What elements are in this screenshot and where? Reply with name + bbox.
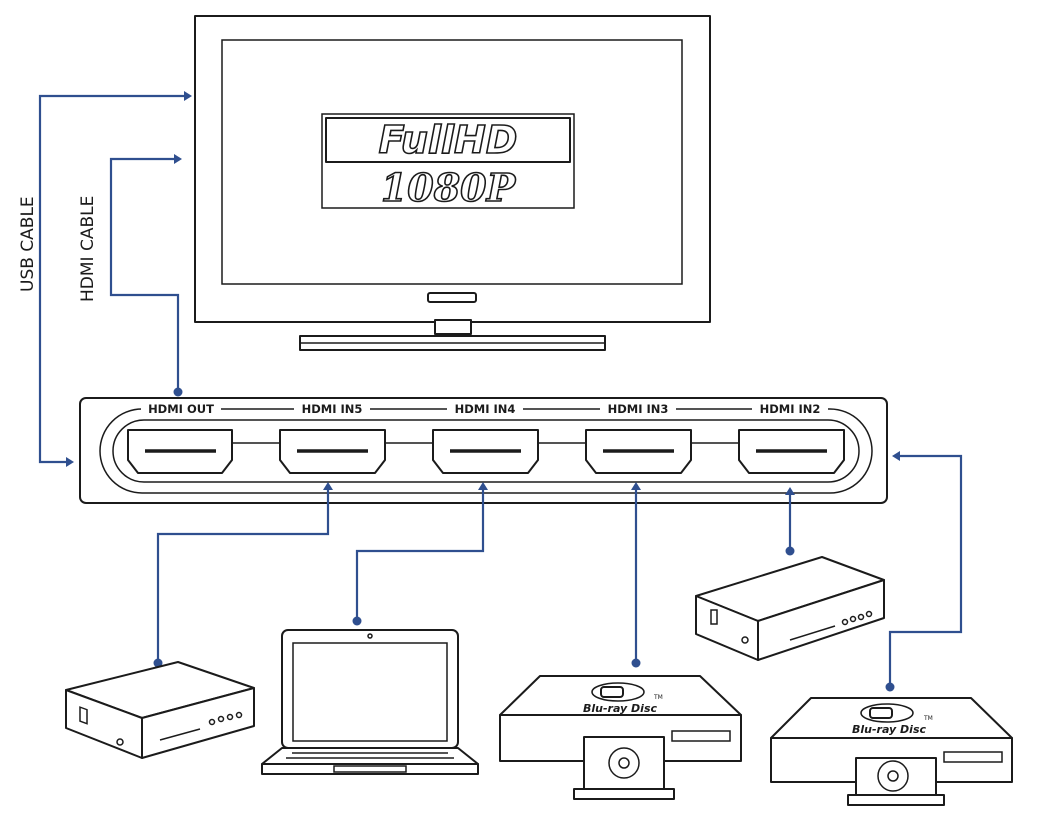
port-label-hdmi-out: HDMI OUT <box>148 402 214 416</box>
tv-brand-line2: 1080P <box>381 165 517 210</box>
hdmi-port-in4 <box>432 429 539 474</box>
hdmi-cable-label: HDMI CABLE <box>78 196 98 302</box>
tv-icon <box>194 15 711 351</box>
cable-in1 <box>885 451 963 692</box>
set-top-box-icon <box>65 661 255 759</box>
bluray-logo-right: Blu-ray Disc <box>852 723 927 736</box>
bluray-tm-center: TM <box>653 694 663 701</box>
port-label-hdmi-in4: HDMI IN4 <box>455 402 516 416</box>
hdmi-port-in5 <box>279 429 386 474</box>
hdmi-port-out <box>127 429 233 474</box>
set-top-box-icon-right <box>695 556 885 661</box>
port-label-hdmi-in2: HDMI IN2 <box>760 402 821 416</box>
bluray-player-icon <box>499 675 742 800</box>
cable-in3 <box>631 482 641 668</box>
hdmi-port-in2 <box>738 429 845 474</box>
laptop-icon <box>261 629 479 775</box>
cable-in5 <box>153 482 333 668</box>
bluray-logo-center: Blu-ray Disc <box>583 702 658 715</box>
usb-cable <box>38 91 192 467</box>
cable-in2 <box>785 487 795 556</box>
hdmi-port-in3 <box>585 429 692 474</box>
bluray-player-icon-right <box>770 697 1013 806</box>
cable-in4 <box>352 482 488 626</box>
tv-brand-line1: FullHD <box>379 118 518 162</box>
port-label-hdmi-in5: HDMI IN5 <box>302 402 363 416</box>
port-label-hdmi-in3: HDMI IN3 <box>608 402 669 416</box>
usb-cable-label: USB CABLE <box>18 196 38 292</box>
hdmi-cable <box>109 154 183 397</box>
bluray-tm-right: TM <box>923 715 933 722</box>
